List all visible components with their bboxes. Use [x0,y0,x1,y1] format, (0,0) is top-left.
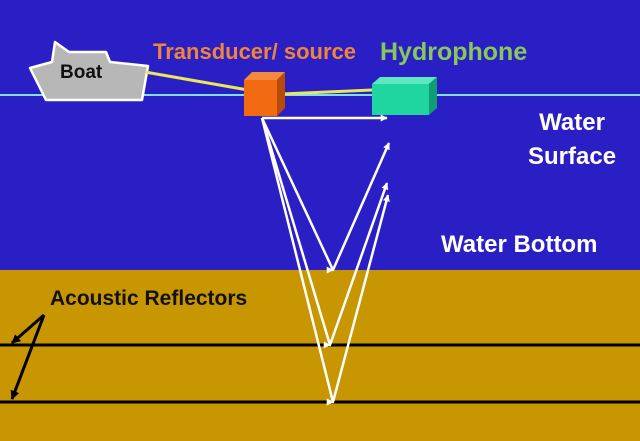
water-surface-label-line1: Water [539,109,605,136]
boat-label: Boat [60,62,103,83]
transducer-icon [244,72,285,116]
transducer-label: Transducer/ source [153,39,356,64]
reflector-pointer-arrow-1 [11,313,45,345]
water-bottom-label: Water Bottom [441,231,598,258]
tow-cable-transducer [144,70,249,92]
hydrophone-icon [372,77,437,115]
water-surface-label: Water Surface [528,106,616,174]
seabed [0,270,640,441]
acoustic-reflectors-label: Acoustic Reflectors [50,287,248,310]
ray-path-reflector-2 [260,117,390,406]
tow-cable-hydrophone [281,88,373,96]
reflector-pointer-arrow-2 [10,314,46,400]
boat-icon [28,40,150,102]
hydrophone-label: Hydrophone [380,38,528,66]
water-body [0,0,640,270]
water-surface-label-line2: Surface [528,143,617,171]
